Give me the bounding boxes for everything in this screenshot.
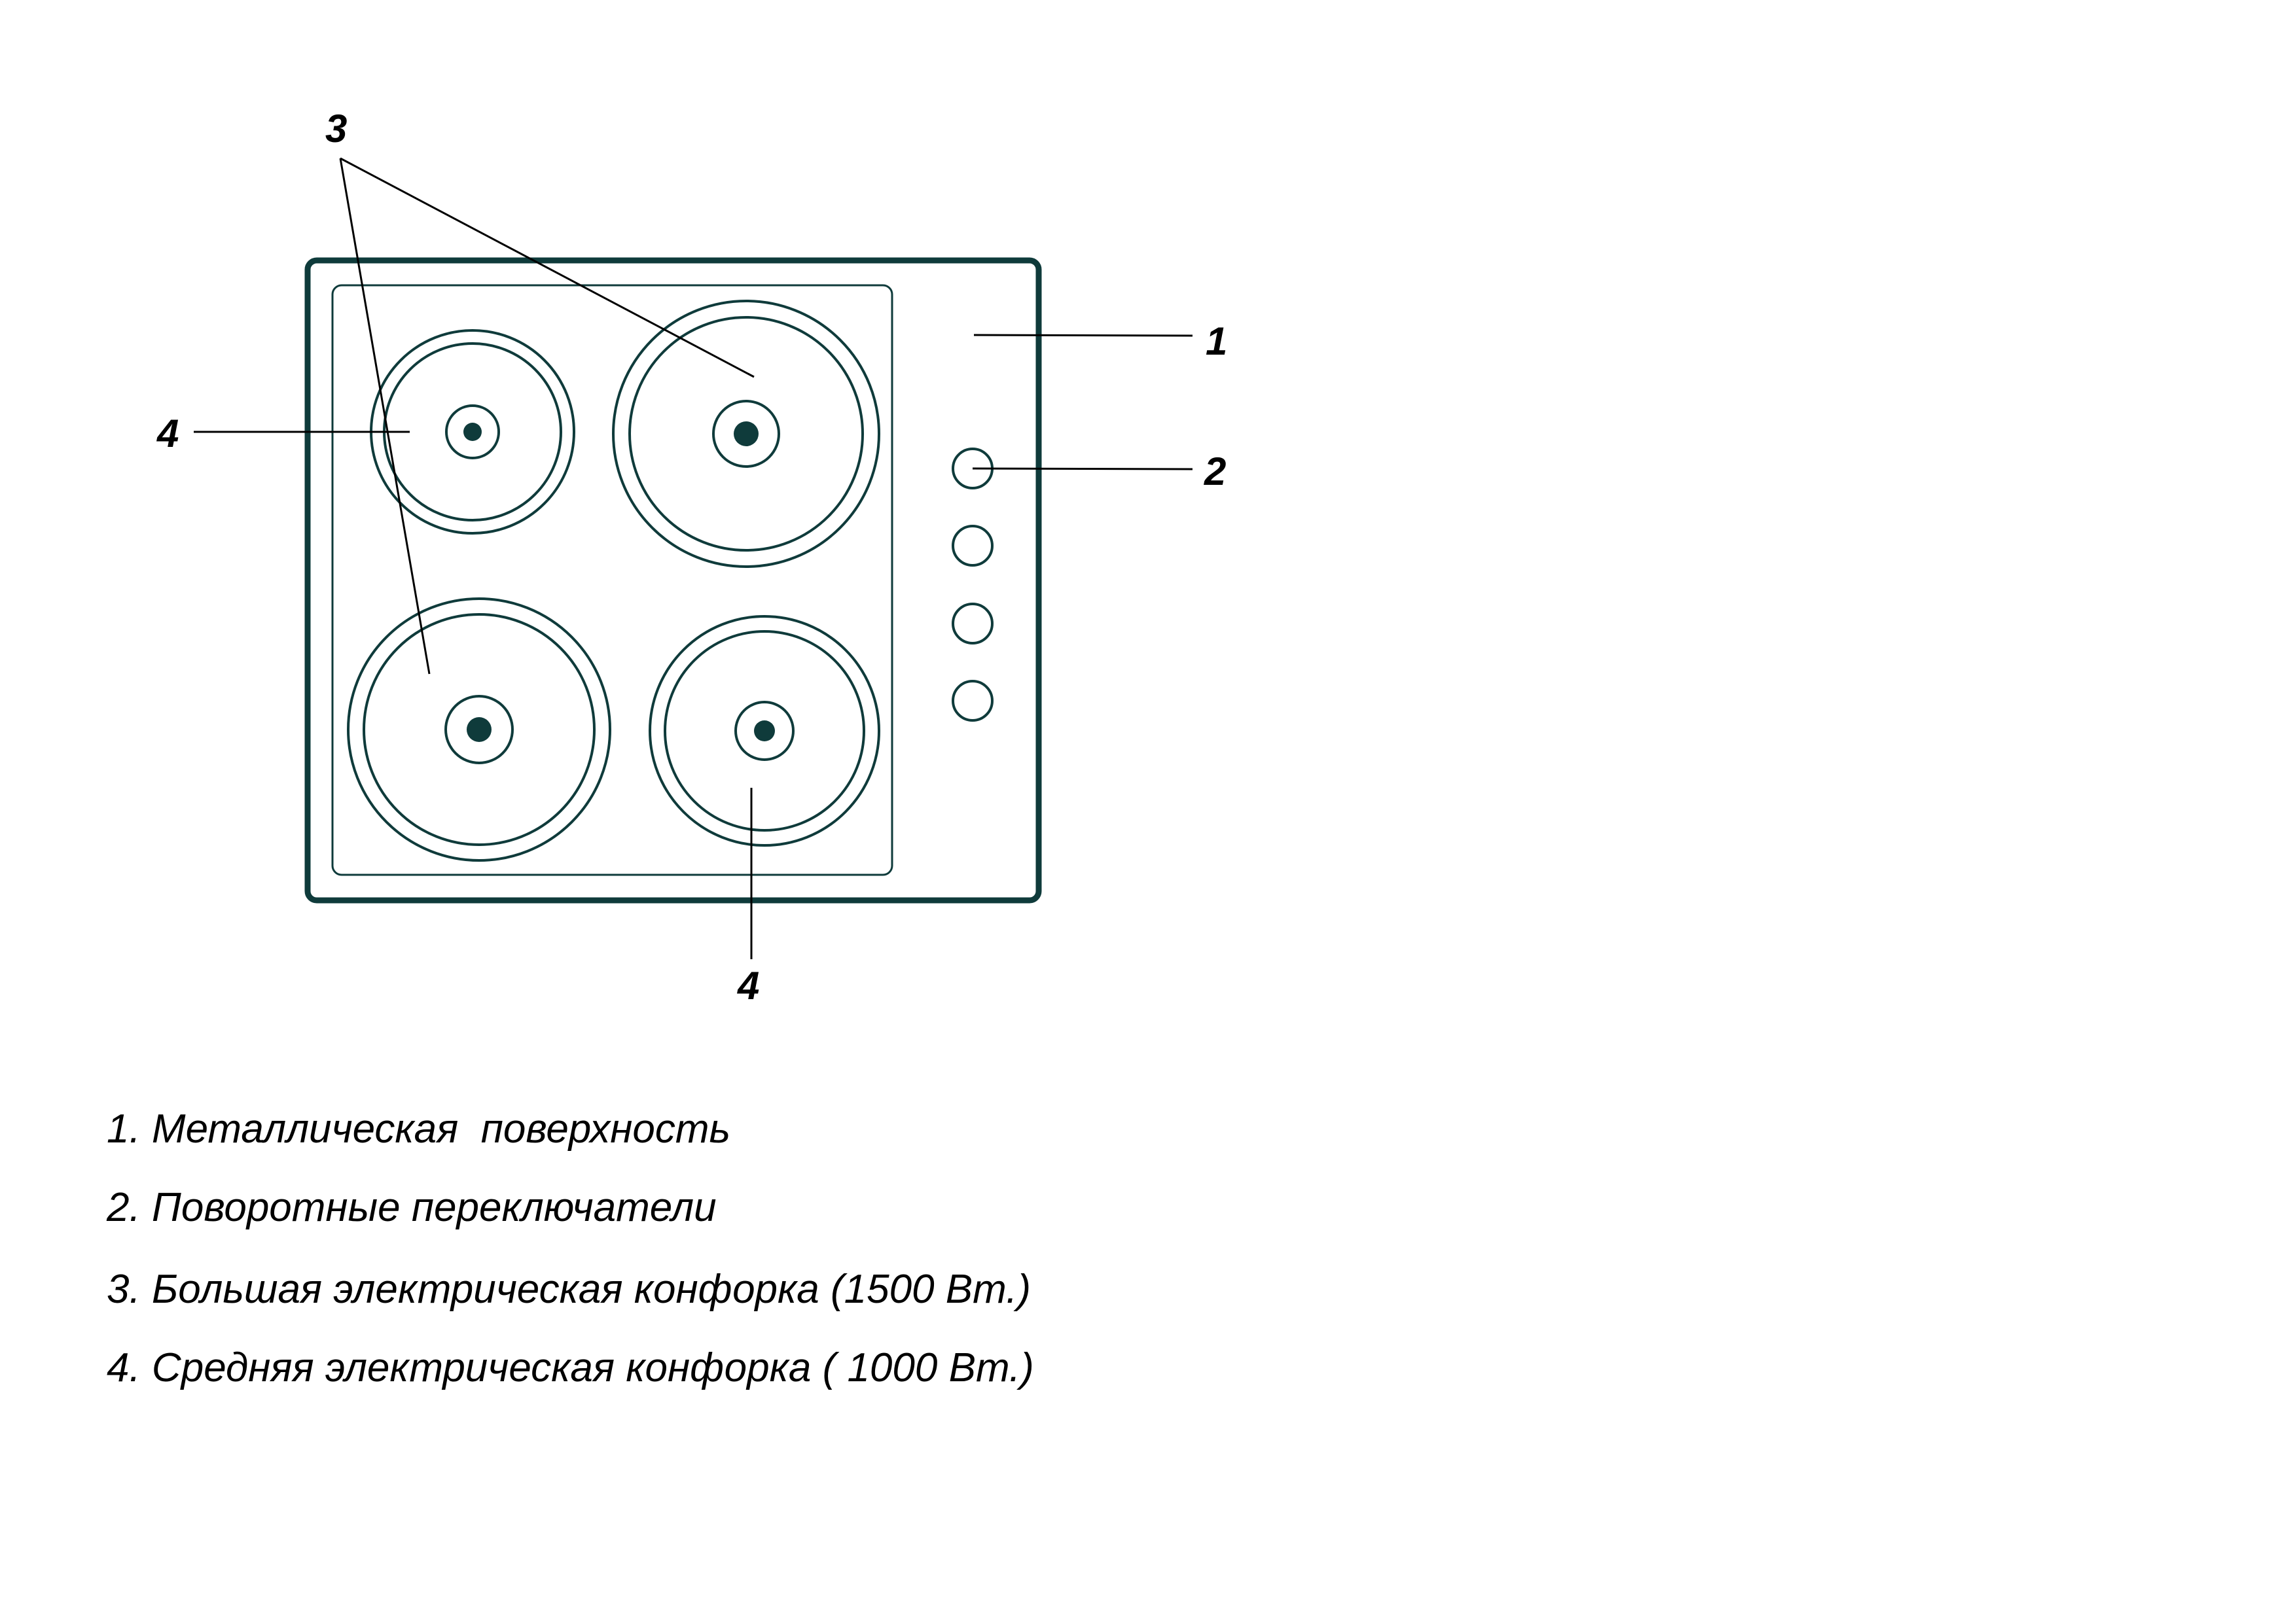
legend-item-large-burner: 3. Большая электрическая конфорка (1500 … [107,1267,1031,1312]
hob-outer-frame [304,257,1042,904]
callout-2: 2 [1204,450,1226,493]
burner-bottom-right [649,615,880,847]
leader-2 [972,467,1193,470]
leader-3-top-right [340,157,755,378]
knob-3 [952,603,994,644]
leader-lines [194,157,1193,959]
callout-1: 1 [1206,319,1227,363]
callout-3: 3 [325,107,347,150]
rotary-knobs [952,448,994,722]
legend-item-knobs: 2. Поворотные переключатели [107,1185,717,1230]
legend-item-medium-burner: 4. Средняя электрическая конфорка ( 1000… [107,1345,1034,1390]
cooking-surface-panel [331,284,893,876]
knob-2 [952,525,994,567]
knob-4 [952,680,994,722]
leader-1 [973,334,1193,337]
callout-4-bottom: 4 [737,964,759,1008]
leader-3-bottom-left [339,158,431,675]
callout-4-left: 4 [156,412,179,455]
legend-item-surface: 1. Металлическая поверхность [107,1106,731,1152]
burner-bottom-left [347,597,611,862]
burner-top-right [612,300,880,568]
